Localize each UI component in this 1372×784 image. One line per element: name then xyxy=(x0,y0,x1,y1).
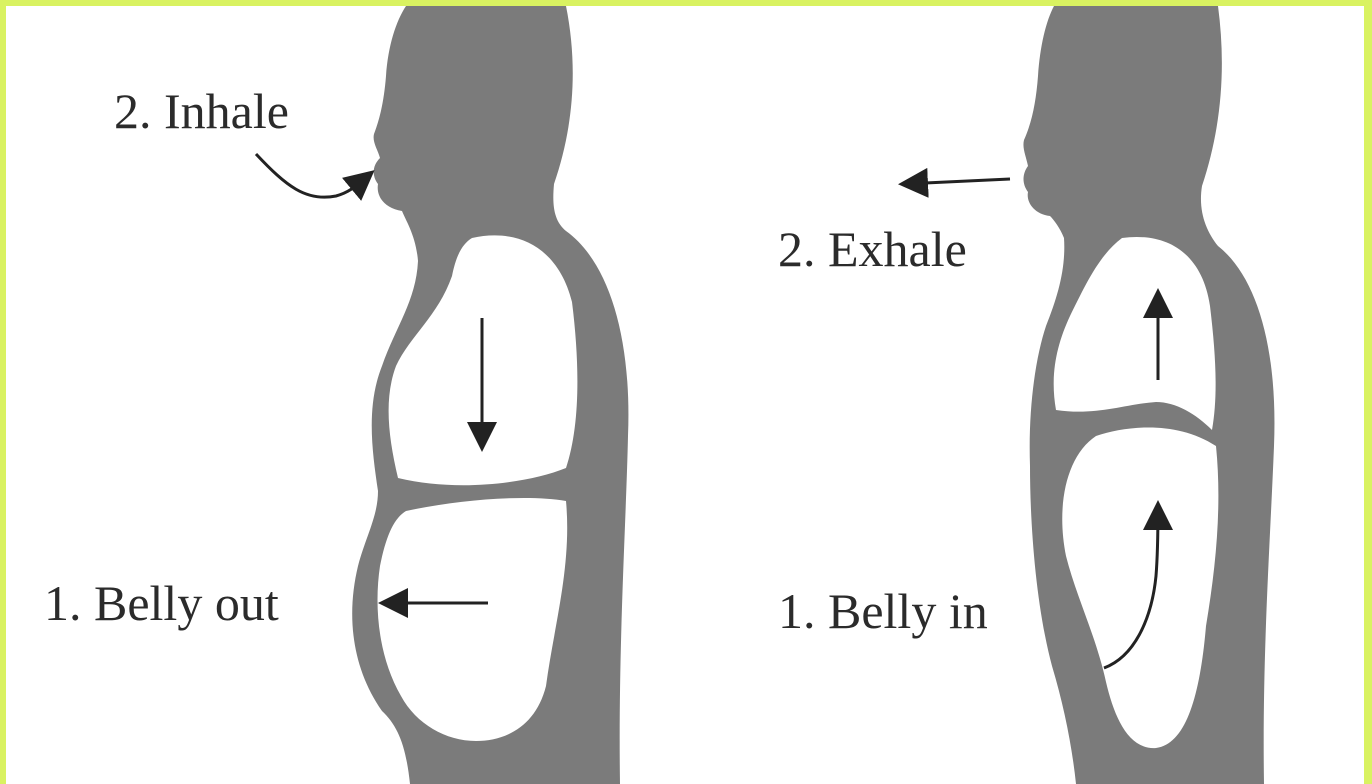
left-figure xyxy=(352,6,628,784)
right-figure xyxy=(1023,6,1274,784)
belly-in-label: 1. Belly in xyxy=(778,586,988,636)
exhale-arrow xyxy=(904,179,1010,184)
inhale-curved-arrow xyxy=(256,154,370,197)
exhale-label: 2. Exhale xyxy=(778,224,967,274)
inhale-label: 2. Inhale xyxy=(114,86,289,136)
belly-out-label: 1. Belly out xyxy=(44,578,279,628)
diagram-frame: 2. Inhale 1. Belly out 2. Exhale 1. Bell… xyxy=(6,6,1364,784)
